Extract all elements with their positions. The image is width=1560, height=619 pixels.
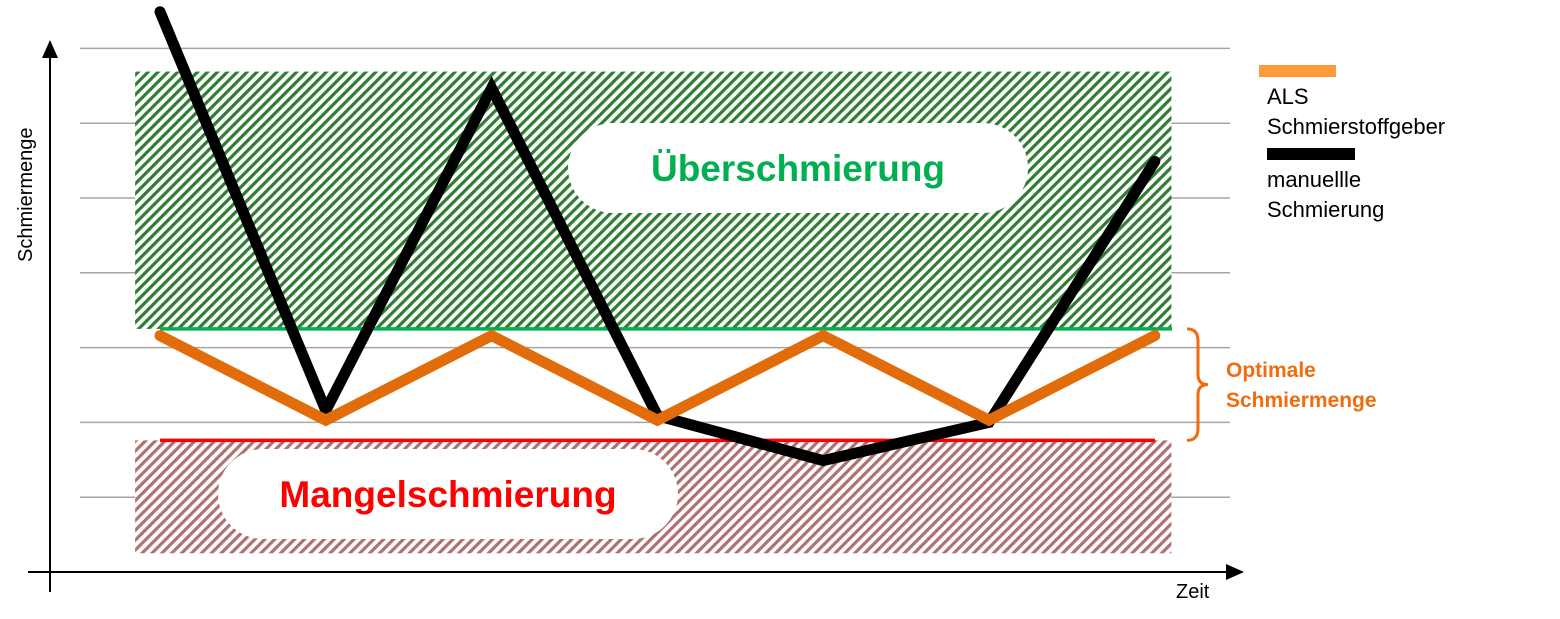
zone-label-bubble (568, 123, 1028, 213)
series-lines (154, 6, 1161, 467)
y-axis-label: Schmiermenge (15, 127, 37, 262)
zone-label: Mangelschmierung (279, 474, 616, 515)
legend-swatch-manual (1267, 148, 1355, 160)
annotation-line: Optimale (1226, 359, 1316, 382)
axes: Zeit Schmiermenge (15, 40, 1244, 603)
legend-label: Schmierstoffgeber (1267, 114, 1445, 139)
x-axis-label: Zeit (1176, 581, 1210, 603)
legend-label: Schmierung (1267, 197, 1384, 222)
legend-label: manuellle (1267, 167, 1361, 192)
zone-label-bubble (218, 449, 678, 539)
zone-label: Überschmierung (651, 148, 945, 189)
brace-icon (1186, 327, 1209, 442)
legend-swatch-als (1259, 65, 1336, 77)
legend-label: ALS (1267, 84, 1309, 109)
threshold-lines (160, 327, 1172, 443)
annotation-line: Schmiermenge (1226, 389, 1377, 412)
